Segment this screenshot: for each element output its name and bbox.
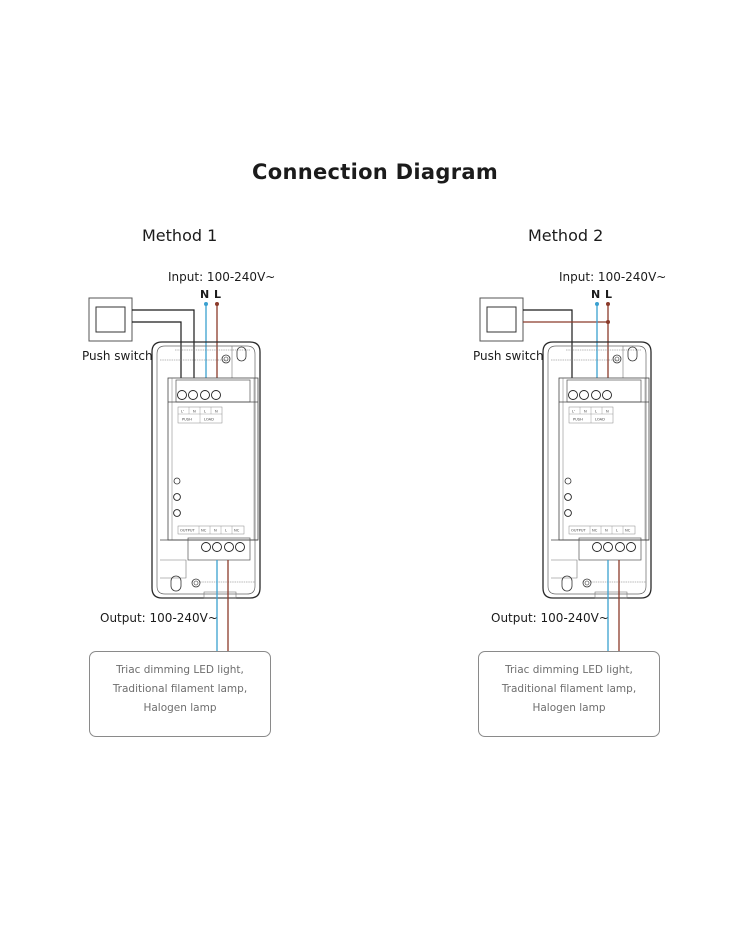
push-switch-button bbox=[95, 306, 126, 333]
method-2-diagram: L' N L N PUSH LOAD OUTPUT NC N L NC bbox=[479, 297, 652, 651]
load-line: Halogen lamp bbox=[532, 702, 606, 714]
live-node bbox=[606, 302, 610, 306]
page-title: Connection Diagram bbox=[252, 160, 498, 184]
neutral-node bbox=[595, 302, 599, 306]
terminal-group-label: PUSH bbox=[182, 418, 192, 422]
load-line: Traditional filament lamp, bbox=[501, 683, 637, 695]
neutral-node bbox=[204, 302, 208, 306]
terminal-group-label: LOAD bbox=[595, 418, 605, 422]
method-2-input-label: Input: 100-240V~ bbox=[559, 270, 667, 284]
terminal-label: N bbox=[215, 410, 218, 414]
terminal-label: NC bbox=[592, 529, 598, 533]
indicator-led bbox=[173, 493, 181, 501]
live-node bbox=[215, 302, 219, 306]
terminal-label: N bbox=[214, 529, 217, 533]
terminal-label: L bbox=[225, 529, 227, 533]
dimmer-device: L' N L N PUSH LOAD OUTPUT NC N L NC bbox=[151, 341, 261, 599]
method-1-input-label: Input: 100-240V~ bbox=[168, 270, 276, 284]
method-2-load-box: Triac dimming LED light, Traditional fil… bbox=[478, 651, 660, 737]
method-2-live-label: L bbox=[605, 288, 613, 301]
terminal-label: L bbox=[204, 410, 206, 414]
terminal-label: L bbox=[595, 410, 597, 414]
switch-wire-b bbox=[132, 321, 182, 378]
terminal-label: L' bbox=[572, 410, 575, 414]
method-1-label: Method 1 bbox=[142, 226, 218, 245]
terminal-label: NC bbox=[201, 529, 207, 533]
switch-wire-a bbox=[523, 309, 573, 378]
method-2-label: Method 2 bbox=[528, 226, 604, 245]
dimmer-device: L' N L N PUSH LOAD OUTPUT NC N L NC bbox=[542, 341, 652, 599]
indicator-led bbox=[564, 493, 572, 501]
indicator-led bbox=[173, 477, 181, 485]
load-line: Traditional filament lamp, bbox=[112, 683, 248, 695]
method-2-neutral-label: N bbox=[591, 288, 601, 301]
indicator-led bbox=[173, 509, 181, 517]
load-line: Triac dimming LED light, bbox=[505, 664, 633, 676]
terminal-label: N bbox=[584, 410, 587, 414]
method-2-output-label: Output: 100-240V~ bbox=[491, 611, 609, 625]
load-line: Triac dimming LED light, bbox=[116, 664, 244, 676]
method-1-switch-label: Push switch bbox=[82, 349, 153, 363]
terminal-label: N bbox=[606, 410, 609, 414]
terminal-label: L' bbox=[181, 410, 184, 414]
method-1-output-label: Output: 100-240V~ bbox=[100, 611, 218, 625]
terminal-label: OUTPUT bbox=[571, 529, 586, 533]
switch-wire-a bbox=[132, 309, 195, 378]
method-1-neutral-label: N bbox=[200, 288, 210, 301]
terminal-label: L bbox=[616, 529, 618, 533]
terminal-label: OUTPUT bbox=[180, 529, 195, 533]
terminal-label: NC bbox=[234, 529, 240, 533]
push-switch-button bbox=[486, 306, 517, 333]
method-1-load-box: Triac dimming LED light, Traditional fil… bbox=[89, 651, 271, 737]
indicator-led bbox=[564, 509, 572, 517]
indicator-led bbox=[564, 477, 572, 485]
method-1-diagram: L' N L N PUSH LOAD OUTPUT NC N L NC bbox=[88, 297, 261, 651]
terminal-group-label: LOAD bbox=[204, 418, 214, 422]
load-line: Halogen lamp bbox=[143, 702, 217, 714]
terminal-label: N bbox=[193, 410, 196, 414]
method-1-live-label: L bbox=[214, 288, 222, 301]
method-2-switch-label: Push switch bbox=[473, 349, 544, 363]
terminal-label: NC bbox=[625, 529, 631, 533]
terminal-group-label: PUSH bbox=[573, 418, 583, 422]
terminal-label: N bbox=[605, 529, 608, 533]
